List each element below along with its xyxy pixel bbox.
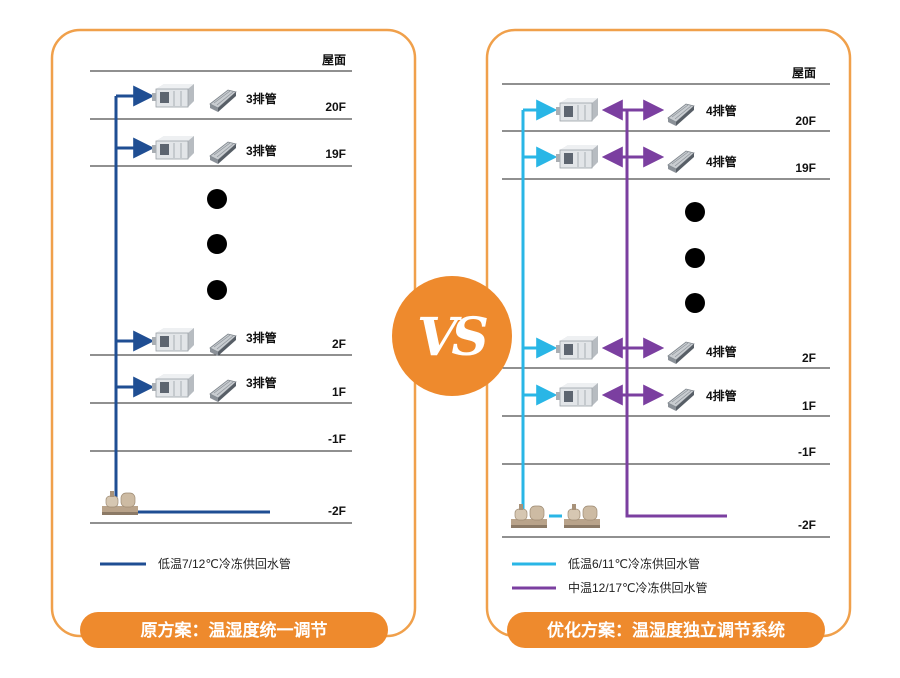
ellipsis-dot-icon: [207, 189, 227, 209]
floor-label-b2: -2F: [328, 504, 346, 518]
ellipsis-dot-icon: [685, 248, 705, 268]
floor-label-roof: 屋面: [792, 66, 816, 80]
left-panel: 屋面 20F 19F 2F 1F -1F -2F 3排管 3排管 3排管: [50, 28, 417, 648]
floor-label-1f: 1F: [802, 399, 816, 413]
floor-label-b1: -1F: [798, 445, 816, 459]
left-caption-pill: [80, 612, 388, 648]
right-caption: 优化方案：温湿度独立调节系统: [547, 620, 785, 641]
coil-row-label-19f: 4排管: [706, 154, 737, 169]
ellipsis-dot-icon: [685, 202, 705, 222]
right-caption-pill: [507, 612, 825, 648]
coil-row-label-20f: 3排管: [246, 91, 277, 106]
ellipsis-dot-icon: [207, 280, 227, 300]
floor-label-20f: 20F: [325, 100, 346, 114]
ellipsis-dot-icon: [685, 293, 705, 313]
floor-label-19f: 19F: [795, 161, 816, 175]
left-caption: 原方案：温湿度统一调节: [141, 620, 328, 641]
floor-label-roof: 屋面: [322, 53, 346, 67]
floor-label-2f: 2F: [332, 337, 346, 351]
coil-row-label-2f: 3排管: [246, 330, 277, 345]
mid-temp-pipe-right: [601, 99, 727, 518]
coil-row-label-1f: 4排管: [706, 388, 737, 403]
floor-label-20f: 20F: [795, 114, 816, 128]
floor-label-b2: -2F: [798, 518, 816, 532]
coil-row-label-2f: 4排管: [706, 344, 737, 359]
coil-row-label-1f: 3排管: [246, 375, 277, 390]
floor-label-2f: 2F: [802, 351, 816, 365]
floor-label-b1: -1F: [328, 432, 346, 446]
legend-label-low-temp: 低温7/12℃冷冻供回水管: [158, 556, 291, 571]
coil-row-label-20f: 4排管: [706, 103, 737, 118]
floor-label-19f: 19F: [325, 147, 346, 161]
coil-row-label-19f: 3排管: [246, 143, 277, 158]
legend-label-mid-temp: 中温12/17℃冷冻供回水管: [568, 580, 708, 595]
left-panel-frame: [50, 28, 417, 638]
vs-label: VS: [417, 307, 487, 368]
vs-badge: VS: [392, 276, 512, 396]
legend-label-low-temp: 低温6/11℃冷冻供回水管: [568, 556, 700, 571]
ellipsis-dot-icon: [207, 234, 227, 254]
low-temp-pipe-right: [521, 99, 558, 510]
right-panel: 屋面 20F 19F 2F 1F -1F -2F 4排管 4排管: [485, 28, 852, 648]
floor-label-1f: 1F: [332, 385, 346, 399]
